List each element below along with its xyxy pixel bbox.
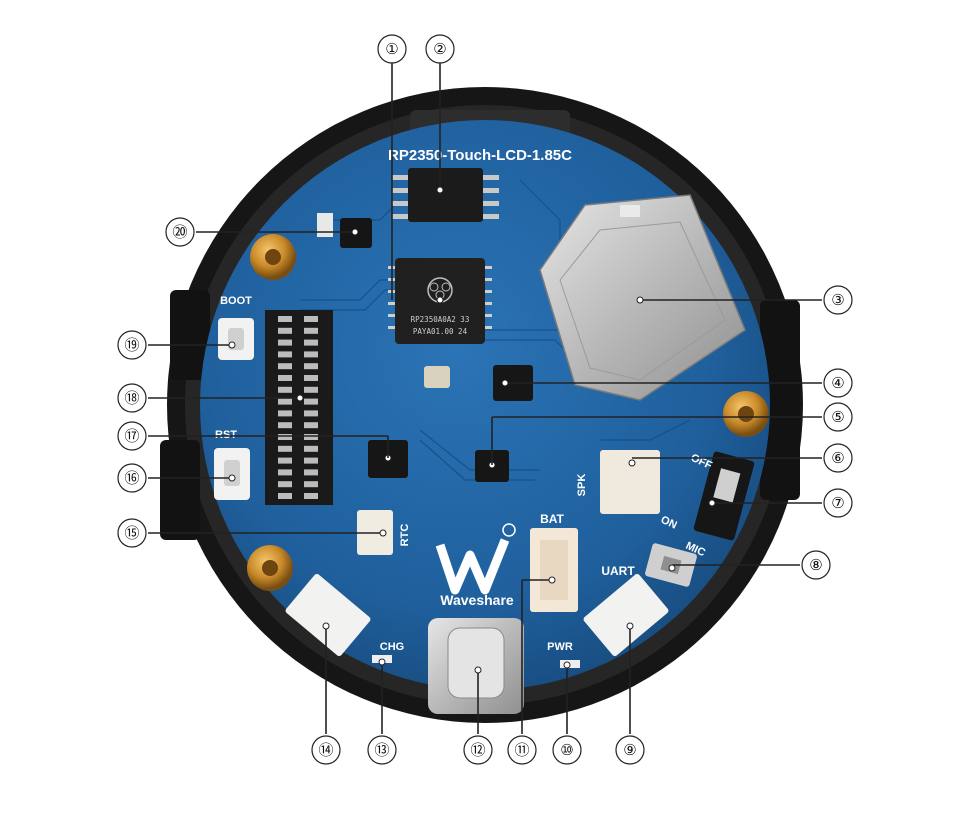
- mcu-marking-2: PAYA01.00 24: [413, 327, 468, 336]
- flash-chip: [392, 168, 499, 222]
- uart-label: UART: [601, 564, 635, 578]
- callout-4: ④: [831, 374, 844, 392]
- header-pin: [304, 469, 318, 476]
- header-pin: [278, 316, 292, 322]
- header-pin: [278, 445, 292, 452]
- callout-10: ⑩: [560, 741, 573, 759]
- pwr-label: PWR: [547, 641, 573, 653]
- header-pin: [278, 327, 292, 334]
- header-pin: [304, 493, 318, 499]
- header-pin: [278, 481, 292, 488]
- callout-12: ⑫: [470, 741, 485, 759]
- header-pin: [304, 410, 318, 417]
- callout-5: ⑤: [831, 408, 844, 426]
- boot-label: BOOT: [220, 295, 252, 307]
- callout-17: ⑰: [124, 427, 139, 445]
- header-pin: [304, 457, 318, 464]
- callout-20: ⑳: [172, 223, 187, 241]
- header-pin: [304, 339, 318, 346]
- header-pin: [304, 386, 318, 393]
- header-pin: [304, 398, 318, 405]
- rst-label: RST: [215, 429, 237, 441]
- header-pin: [304, 445, 318, 452]
- header-pin: [278, 422, 292, 429]
- power-switch: [693, 451, 755, 541]
- header-pin: [304, 481, 318, 488]
- bat-label: BAT: [540, 512, 564, 526]
- callout-16: ⑯: [124, 469, 139, 487]
- callout-7: ⑦: [831, 494, 844, 512]
- board-name-label: RP2350-Touch-LCD-1.85C: [388, 147, 572, 164]
- brand-label: Waveshare: [440, 592, 514, 608]
- tf-card-slot: [539, 194, 746, 401]
- header-pin: [304, 351, 318, 358]
- usb-c-port: [428, 618, 524, 714]
- reset-button: [214, 448, 250, 500]
- callout-6: ⑥: [831, 449, 844, 467]
- callout-13: ⑬: [374, 741, 389, 759]
- header-pin: [278, 410, 292, 417]
- callout-2: ②: [433, 40, 446, 58]
- callout-dots: [228, 186, 716, 674]
- header-pin: [278, 339, 292, 346]
- uart-header: [583, 573, 669, 657]
- header-pin: [304, 363, 318, 370]
- gpio-pin-header: [265, 310, 333, 505]
- header-pin: [304, 327, 318, 334]
- header-pin: [278, 363, 292, 370]
- waveshare-logo-icon: [435, 523, 516, 595]
- callout-8: ⑧: [809, 556, 822, 574]
- header-pin: [278, 386, 292, 393]
- header-pin: [278, 469, 292, 476]
- speaker-header: [600, 450, 660, 514]
- callout-15: ⑮: [124, 524, 139, 542]
- callout-lines: [148, 63, 822, 734]
- header-pin: [304, 316, 318, 322]
- i2c-header: [285, 573, 371, 657]
- crystal: [424, 366, 450, 388]
- callout-1: ①: [385, 40, 398, 58]
- callout-labels: ① ② ③ ④ ⑤ ⑥ ⑦ ⑧ ⑨ ⑩ ⑪ ⑫ ⑬ ⑭ ⑮ ⑯ ⑰ ⑱ ⑲: [117, 34, 853, 765]
- header-pin: [304, 434, 318, 440]
- header-pin: [278, 351, 292, 358]
- battery-header: [530, 528, 578, 612]
- spk-label: SPK: [576, 474, 588, 497]
- callout-3: ③: [831, 291, 844, 309]
- callout-11: ⑪: [514, 741, 529, 759]
- mcu-marking-1: RP2350A0A2 33: [411, 315, 470, 324]
- header-pin: [278, 434, 292, 440]
- standoffs: [247, 234, 769, 591]
- header-pin: [278, 375, 292, 381]
- header-pin: [278, 457, 292, 464]
- callout-14: ⑭: [318, 741, 333, 759]
- header-pin: [278, 493, 292, 499]
- header-pin: [278, 398, 292, 405]
- callout-18: ⑱: [124, 389, 139, 407]
- boot-button: [218, 318, 254, 360]
- callout-9: ⑨: [623, 741, 636, 759]
- header-pin: [304, 422, 318, 429]
- chg-label: CHG: [380, 641, 404, 653]
- rtc-label: RTC: [399, 524, 411, 547]
- header-pin: [304, 375, 318, 381]
- callout-19: ⑲: [124, 336, 139, 354]
